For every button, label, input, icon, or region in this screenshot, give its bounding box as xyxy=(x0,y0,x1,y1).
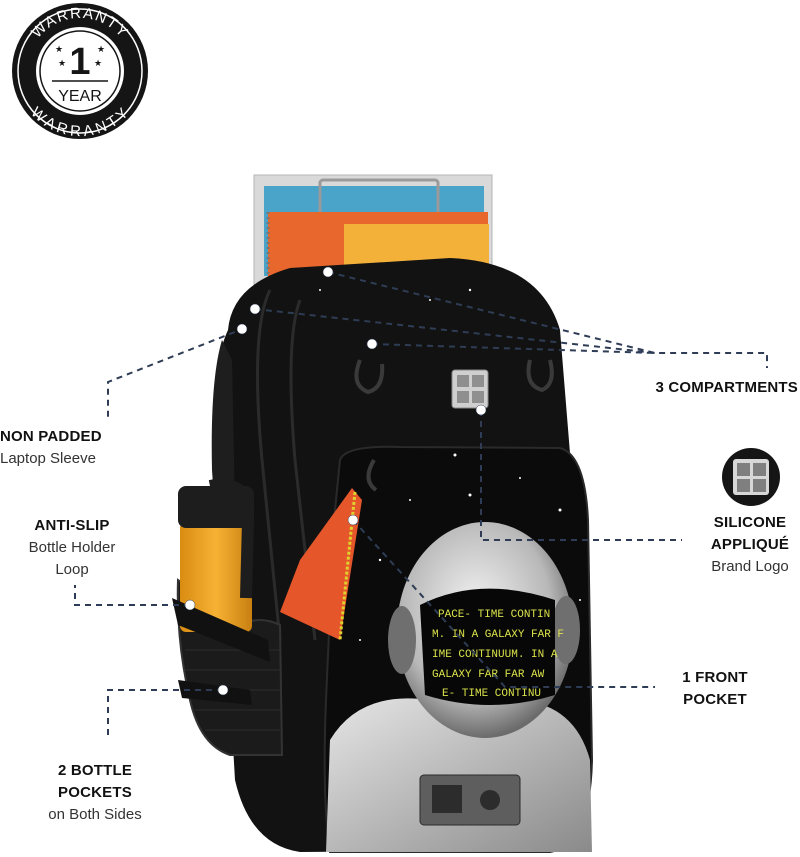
visor-line: E- TIME CONTINU xyxy=(442,688,541,700)
warranty-number: 1 xyxy=(69,41,90,83)
callout-subtitle: Laptop Sleeve xyxy=(0,450,96,467)
silicone-logo-patch xyxy=(451,369,489,409)
visor-text: PACE- TIME CONTIN M. IN A GALAXY FAR F I… xyxy=(432,609,564,700)
callout-title: ANTI-SLIP xyxy=(34,517,110,534)
warranty-badge: WARRANTY WARRANTY ★ ★ ★ ★ 1 YEAR xyxy=(12,3,148,141)
backpack: PACE- TIME CONTIN M. IN A GALAXY FAR F I… xyxy=(172,258,594,853)
callout-title: 3 COMPARTMENTS xyxy=(655,379,798,396)
callout-compartments: 3 COMPARTMENTS xyxy=(655,377,798,399)
callout-subtitle: Bottle Holder xyxy=(28,539,116,556)
callout-title: NON PADDED xyxy=(0,428,102,445)
visor-line: PACE- TIME CONTIN xyxy=(438,609,550,621)
visor-line: IME CONTINUUM. IN A xyxy=(432,649,558,661)
star-icon: ★ xyxy=(58,58,66,68)
callout-subtitle: Loop xyxy=(55,561,89,578)
warranty-unit: YEAR xyxy=(58,88,102,105)
callout-silicone-applique: SILICONE APPLIQUÉ Brand Logo xyxy=(700,512,800,578)
callout-title: SILICONE xyxy=(713,514,787,531)
visor-line: GALAXY FAR FAR AW xyxy=(432,669,545,681)
callout-bottle-loop: ANTI-SLIP Bottle Holder Loop xyxy=(8,515,136,581)
callout-dots xyxy=(184,266,487,696)
visor-line: M. IN A GALAXY FAR F xyxy=(432,629,564,641)
callout-title: 1 FRONT xyxy=(682,669,748,686)
brand-logo-icon xyxy=(722,448,780,506)
callout-laptop-sleeve: NON PADDED Laptop Sleeve xyxy=(0,426,102,470)
callout-front-pocket: 1 FRONT POCKET xyxy=(665,667,765,711)
callout-title: POCKETS xyxy=(58,784,132,801)
front-pocket-notebook xyxy=(280,488,362,641)
water-bottle xyxy=(178,478,255,632)
callout-title: APPLIQUÉ xyxy=(710,536,790,553)
star-icon: ★ xyxy=(97,44,105,54)
callout-subtitle: Brand Logo xyxy=(711,558,789,575)
callout-bottle-pockets: 2 BOTTLE POCKETS on Both Sides xyxy=(20,760,170,826)
callout-title: POCKET xyxy=(683,691,747,708)
callout-subtitle: on Both Sides xyxy=(48,806,142,823)
callout-lines xyxy=(74,271,768,740)
star-icon: ★ xyxy=(55,44,63,54)
star-icon: ★ xyxy=(94,58,102,68)
callout-title: 2 BOTTLE xyxy=(57,762,133,779)
